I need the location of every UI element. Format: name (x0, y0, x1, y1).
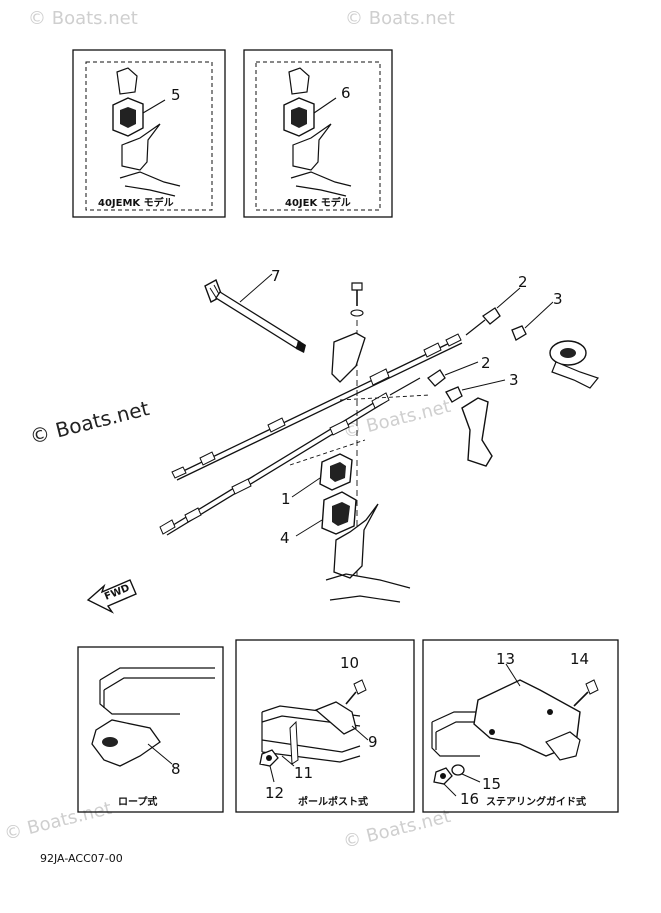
caption-rope: ロープ式 (118, 795, 157, 808)
callout-8: 8 (171, 760, 181, 778)
callout-13: 13 (496, 650, 515, 668)
watermark-middle-left: © Boats.net (27, 396, 151, 449)
callout-4: 4 (280, 529, 290, 547)
callout-12: 12 (265, 784, 284, 802)
callout-1: 1 (281, 490, 291, 508)
clip-2-lower: 2 (427, 354, 491, 387)
callout-10: 10 (340, 654, 359, 672)
clip-3-lower: 3 (445, 371, 519, 403)
callout-5: 5 (171, 86, 181, 104)
caption-40jek: 40JEK モデル (285, 196, 351, 209)
caption-steer: ステアリングガイド式 (486, 795, 586, 808)
callout-9: 9 (368, 733, 378, 751)
callout-3-upper: 3 (553, 290, 563, 308)
watermark-top-right: © Boats.net (345, 8, 455, 29)
bottom-panel-steer: 13 14 15 16 ステアリングガイド式 (422, 639, 619, 813)
transom-clamp (325, 503, 411, 603)
clip-2-upper: 2 (482, 273, 528, 325)
bolt-washer-center (350, 282, 364, 317)
part-7-shaft: 7 (204, 267, 306, 353)
leader-6 (313, 97, 337, 114)
diagram-code: 92JA-ACC07-00 (40, 852, 123, 865)
cable-upper (171, 319, 486, 481)
caption-pole: ポールポスト式 (298, 795, 368, 808)
callout-15: 15 (482, 775, 501, 793)
callout-7: 7 (271, 267, 281, 285)
watermark-top-left: © Boats.net (28, 8, 138, 29)
callout-3-lower: 3 (509, 371, 519, 389)
shift-housing (549, 340, 600, 389)
callout-2-upper: 2 (518, 273, 528, 291)
part-1-block: 1 (281, 453, 353, 508)
callout-16: 16 (460, 790, 479, 808)
callout-2-lower: 2 (481, 354, 491, 372)
leader-5 (142, 99, 166, 114)
top-panel-40jek: 6 40JEK モデル (243, 49, 393, 218)
watermark-bottom-left: © Boats.net (2, 798, 114, 845)
callout-14: 14 (570, 650, 589, 668)
bottom-panel-pole: 10 9 11 12 ポールポスト式 (235, 639, 415, 813)
fwd-arrow: FWD (86, 579, 137, 614)
throttle-lever (461, 397, 493, 467)
part-4-block: 4 (280, 491, 357, 547)
caption-40jemk: 40JEMK モデル (98, 196, 174, 209)
callout-11: 11 (294, 764, 313, 782)
watermark-bottom-right: © Boats.net (341, 806, 453, 853)
cable-bracket (331, 332, 366, 383)
clip-3-upper: 3 (511, 290, 563, 341)
cable-lower (159, 377, 421, 536)
top-panel-40jemk: 5 40JEMK モデル (72, 49, 226, 218)
callout-6: 6 (341, 84, 351, 102)
bottom-panel-rope: 8 ロープ式 (77, 646, 224, 813)
